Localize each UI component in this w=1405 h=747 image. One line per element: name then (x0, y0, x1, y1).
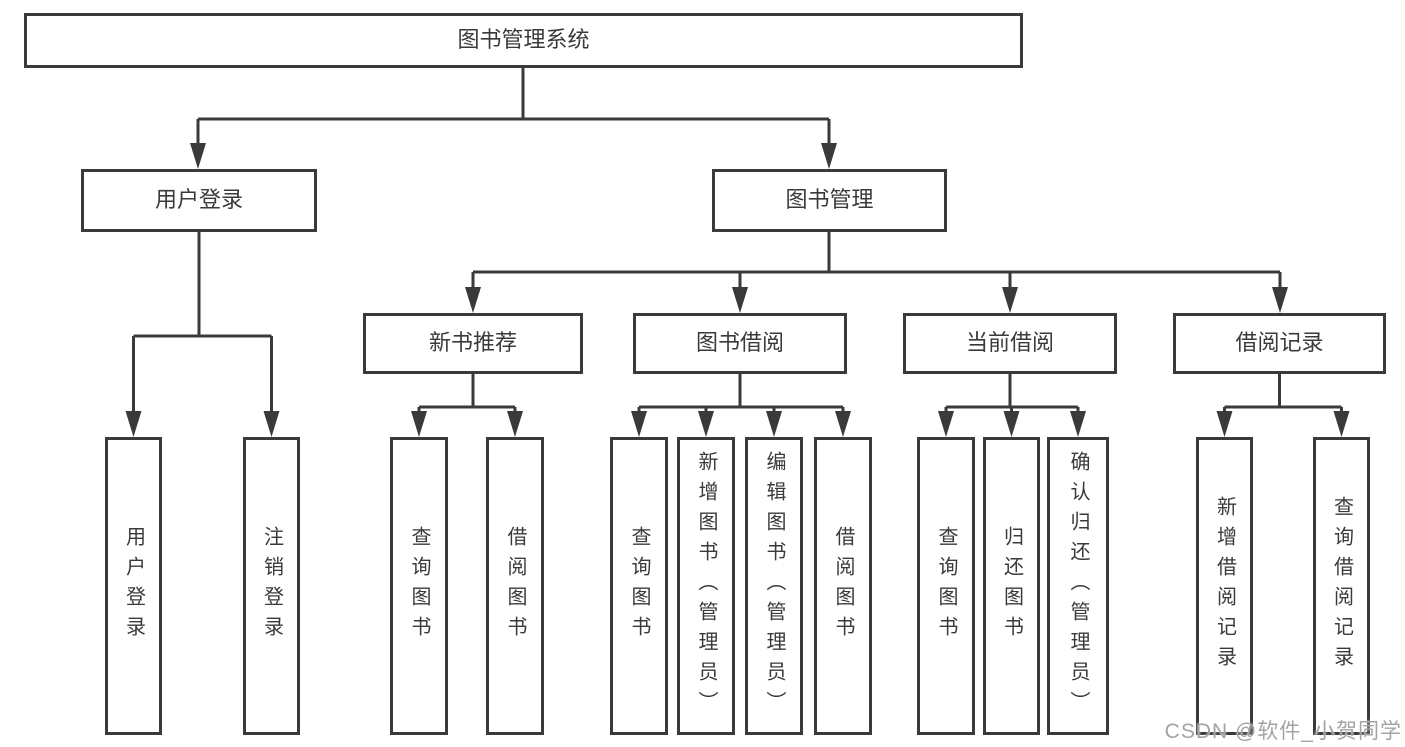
arrowhead (1272, 287, 1288, 313)
arrowhead (732, 287, 748, 313)
connector-new-book-rec-children (411, 374, 523, 437)
node-book-mgmt: 图书管理 (712, 169, 947, 232)
arrowhead (1333, 411, 1350, 437)
leaf-confirm-return-admin: 确认归还（管理员） (1047, 437, 1109, 735)
node-new-book-rec: 新书推荐 (363, 313, 583, 374)
leaf-add-borrow-record: 新增借阅记录 (1196, 437, 1253, 735)
arrowhead (263, 411, 280, 437)
node-book-borrow: 图书借阅 (633, 313, 847, 374)
csdn-watermark: CSDN @软件_小贺同学 (1164, 720, 1402, 743)
node-borrow-records: 借阅记录 (1173, 313, 1386, 374)
arrowhead (125, 411, 142, 437)
arrowhead (1216, 411, 1233, 437)
arrowhead (411, 411, 427, 437)
arrowhead (766, 411, 782, 437)
arrowhead (1070, 411, 1086, 437)
connector-book-mgmt-children (465, 232, 1288, 313)
node-current-borrow: 当前借阅 (903, 313, 1117, 374)
arrowhead (1002, 287, 1018, 313)
connector-book-borrow-children (631, 374, 851, 437)
arrowhead (821, 143, 837, 169)
leaf-add-book-admin: 新增图书（管理员） (677, 437, 735, 735)
leaf-search-book-current: 查询图书 (917, 437, 975, 735)
arrowhead (190, 143, 206, 169)
leaf-borrow-book: 借阅图书 (814, 437, 872, 735)
arrowhead (698, 411, 714, 437)
node-user-login: 用户登录 (81, 169, 317, 232)
leaf-search-book-borrow: 查询图书 (610, 437, 668, 735)
arrowhead (507, 411, 523, 437)
connector-current-borrow-children (938, 374, 1086, 437)
arrowhead (631, 411, 647, 437)
leaf-user-login: 用户登录 (105, 437, 162, 735)
leaf-borrow-book-rec: 借阅图书 (486, 437, 544, 735)
leaf-return-book: 归还图书 (983, 437, 1040, 735)
leaf-edit-book-admin: 编辑图书（管理员） (745, 437, 803, 735)
node-root: 图书管理系统 (24, 13, 1023, 68)
leaf-search-book-rec: 查询图书 (390, 437, 448, 735)
arrowhead (1003, 411, 1020, 437)
connector-borrow-records-children (1216, 374, 1350, 437)
connector-user-login-children (125, 232, 280, 437)
arrowhead (465, 287, 481, 313)
connector-root-to-level2 (190, 68, 837, 169)
arrowhead (835, 411, 851, 437)
leaf-logout: 注销登录 (243, 437, 300, 735)
leaf-search-borrow-record: 查询借阅记录 (1313, 437, 1370, 735)
arrowhead (938, 411, 954, 437)
